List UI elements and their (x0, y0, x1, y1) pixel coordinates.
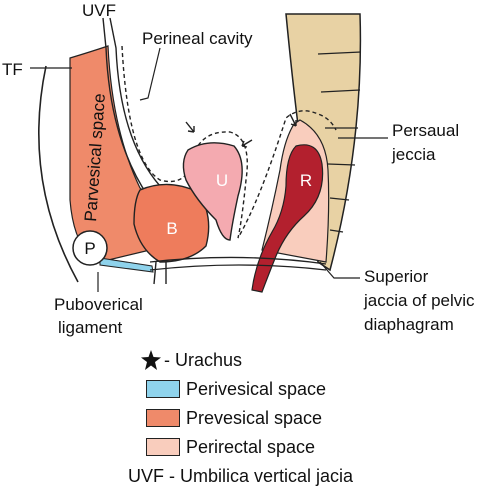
perineal-cavity-leader (139, 47, 161, 101)
pelvic-diaphragm-line-2 (149, 264, 327, 271)
superior-leader (319, 261, 360, 279)
rectum (251, 144, 324, 293)
legend-perivesical: Perivesical space (128, 374, 428, 403)
label-uterus: U (216, 171, 228, 190)
pubic-bone (72, 230, 108, 266)
legend-uvf-definition: UVF - Umbilica vertical jacia (128, 461, 428, 490)
arrow-icon (185, 121, 195, 133)
arrow-icon (241, 139, 253, 148)
star-icon (141, 349, 161, 370)
label-tf: TF (2, 60, 23, 79)
label-persaual-2: jeccia (391, 145, 436, 164)
transversalis-fascia-line (38, 65, 79, 283)
label-rectum: R (300, 171, 312, 190)
perivesical-swatch (146, 379, 180, 398)
label-pubic-bone: P (84, 239, 95, 258)
sacrum (285, 13, 362, 272)
perivesical-space (99, 257, 154, 273)
legend-perirectal-label: Perirectal space (186, 436, 316, 457)
label-uvf: UVF (82, 1, 116, 20)
prevesical-swatch (146, 408, 180, 427)
label-perineal-cavity: Perineal cavity (142, 29, 253, 48)
umbilical-vertical-fascia-line-2 (109, 17, 161, 187)
legend-prevesical: Prevesical space (128, 403, 428, 432)
umbilical-vertical-fascia-line (102, 17, 149, 197)
label-puboverical-1: Puboverical (54, 295, 143, 314)
peritoneum-dashed-line (121, 45, 337, 239)
legend-urachus-label: - Urachus (164, 349, 243, 370)
label-bladder: B (166, 219, 177, 238)
label-superior-1: Superior (364, 267, 429, 286)
label-persaual-1: Persaual (392, 121, 459, 140)
label-puboverical-2: ligament (58, 318, 123, 337)
legend-perivesical-label: Perivesical space (186, 378, 327, 399)
perirectal-swatch (146, 437, 180, 456)
legend-urachus: - Urachus (128, 345, 428, 374)
legend-perirectal: Perirectal space (128, 432, 428, 461)
legend-prevesical-label: Prevesical space (186, 407, 323, 428)
arrow-icon (289, 113, 297, 127)
label-superior-3: diaphagram (364, 315, 454, 334)
label-superior-2: jaccia of pelvic (363, 291, 475, 310)
legend-uvf-label: UVF - Umbilica vertical jacia (128, 465, 354, 486)
legend: - Urachus Perivesical space Prevesical s… (128, 345, 428, 490)
pelvic-diaphragm-line (149, 256, 327, 265)
uterus (182, 142, 243, 241)
urethra (153, 261, 167, 285)
